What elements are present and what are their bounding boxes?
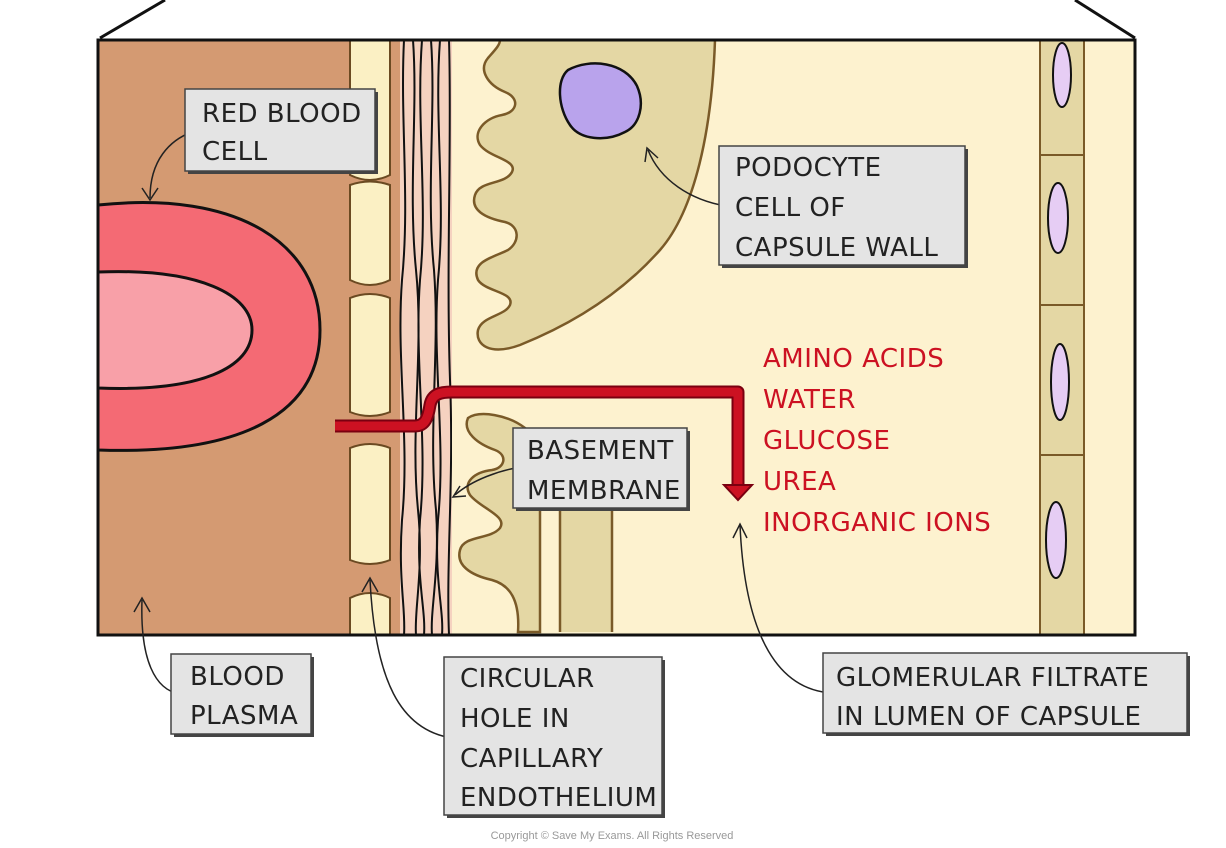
substance-water: WATER (763, 385, 856, 415)
svg-text:MEMBRANE: MEMBRANE (527, 476, 681, 506)
substance-urea: UREA (763, 467, 836, 497)
label-blood-plasma: BLOOD PLASMA (170, 653, 314, 737)
svg-text:CIRCULAR: CIRCULAR (460, 664, 595, 694)
podocyte-cell (472, 38, 717, 351)
svg-text:BLOOD: BLOOD (190, 662, 285, 692)
basement-membrane-fibres (399, 39, 453, 636)
substance-amino-acids: AMINO ACIDS (763, 344, 944, 374)
basement-membrane (400, 40, 452, 635)
endothelium-cell (349, 293, 391, 417)
copyright-notice: Copyright © Save My Exams. All Rights Re… (491, 830, 734, 842)
endothelium-cell (349, 180, 391, 286)
substance-inorganic-ions: INORGANIC IONS (763, 508, 991, 538)
label-basement-membrane: BASEMENT MEMBRANE (512, 427, 690, 511)
svg-text:PLASMA: PLASMA (190, 701, 298, 731)
capsule-wall-nucleus (1050, 343, 1070, 421)
svg-text:IN LUMEN OF CAPSULE: IN LUMEN OF CAPSULE (836, 702, 1141, 732)
frame-top-right-edge (1074, 0, 1136, 40)
label-circular-hole: CIRCULAR HOLE IN CAPILLARY ENDOTHELIUM (443, 656, 665, 818)
substance-glucose: GLUCOSE (763, 426, 890, 456)
svg-text:RED BLOOD: RED BLOOD (202, 99, 362, 129)
capsule-wall-nuclei (1045, 42, 1072, 579)
red-blood-cell-centre (96, 270, 254, 390)
diagram-frame (96, 38, 1137, 637)
svg-text:ENDOTHELIUM: ENDOTHELIUM (460, 783, 657, 813)
podocyte-nucleus (558, 62, 642, 140)
svg-text:PODOCYTE: PODOCYTE (735, 153, 882, 183)
svg-text:CELL: CELL (202, 137, 268, 167)
svg-text:CELL OF: CELL OF (735, 193, 846, 223)
label-red-blood-cell: RED BLOOD CELL (184, 88, 378, 174)
label-glomerular-filtrate: GLOMERULAR FILTRATE IN LUMEN OF CAPSULE (822, 652, 1190, 736)
capsule-wall-nucleus (1052, 42, 1072, 108)
svg-text:GLOMERULAR FILTRATE: GLOMERULAR FILTRATE (836, 663, 1149, 693)
filtration-arrow-head (721, 484, 755, 502)
endothelium-cell (349, 443, 391, 565)
svg-text:CAPSULE WALL: CAPSULE WALL (735, 233, 938, 263)
svg-text:BASEMENT: BASEMENT (527, 436, 674, 466)
label-podocyte: PODOCYTE CELL OF CAPSULE WALL (718, 145, 968, 268)
svg-text:HOLE IN: HOLE IN (460, 704, 570, 734)
filtrate-substances-list: AMINO ACIDS WATER GLUCOSE UREA INORGANIC… (763, 344, 991, 538)
svg-text:CAPILLARY: CAPILLARY (460, 744, 603, 774)
frame-top-left-edge (99, 0, 166, 40)
capsule-wall-nucleus (1045, 501, 1067, 579)
endothelium-cell (349, 592, 391, 636)
capsule-wall-nucleus (1047, 182, 1069, 254)
filtration-arrow (335, 387, 743, 488)
